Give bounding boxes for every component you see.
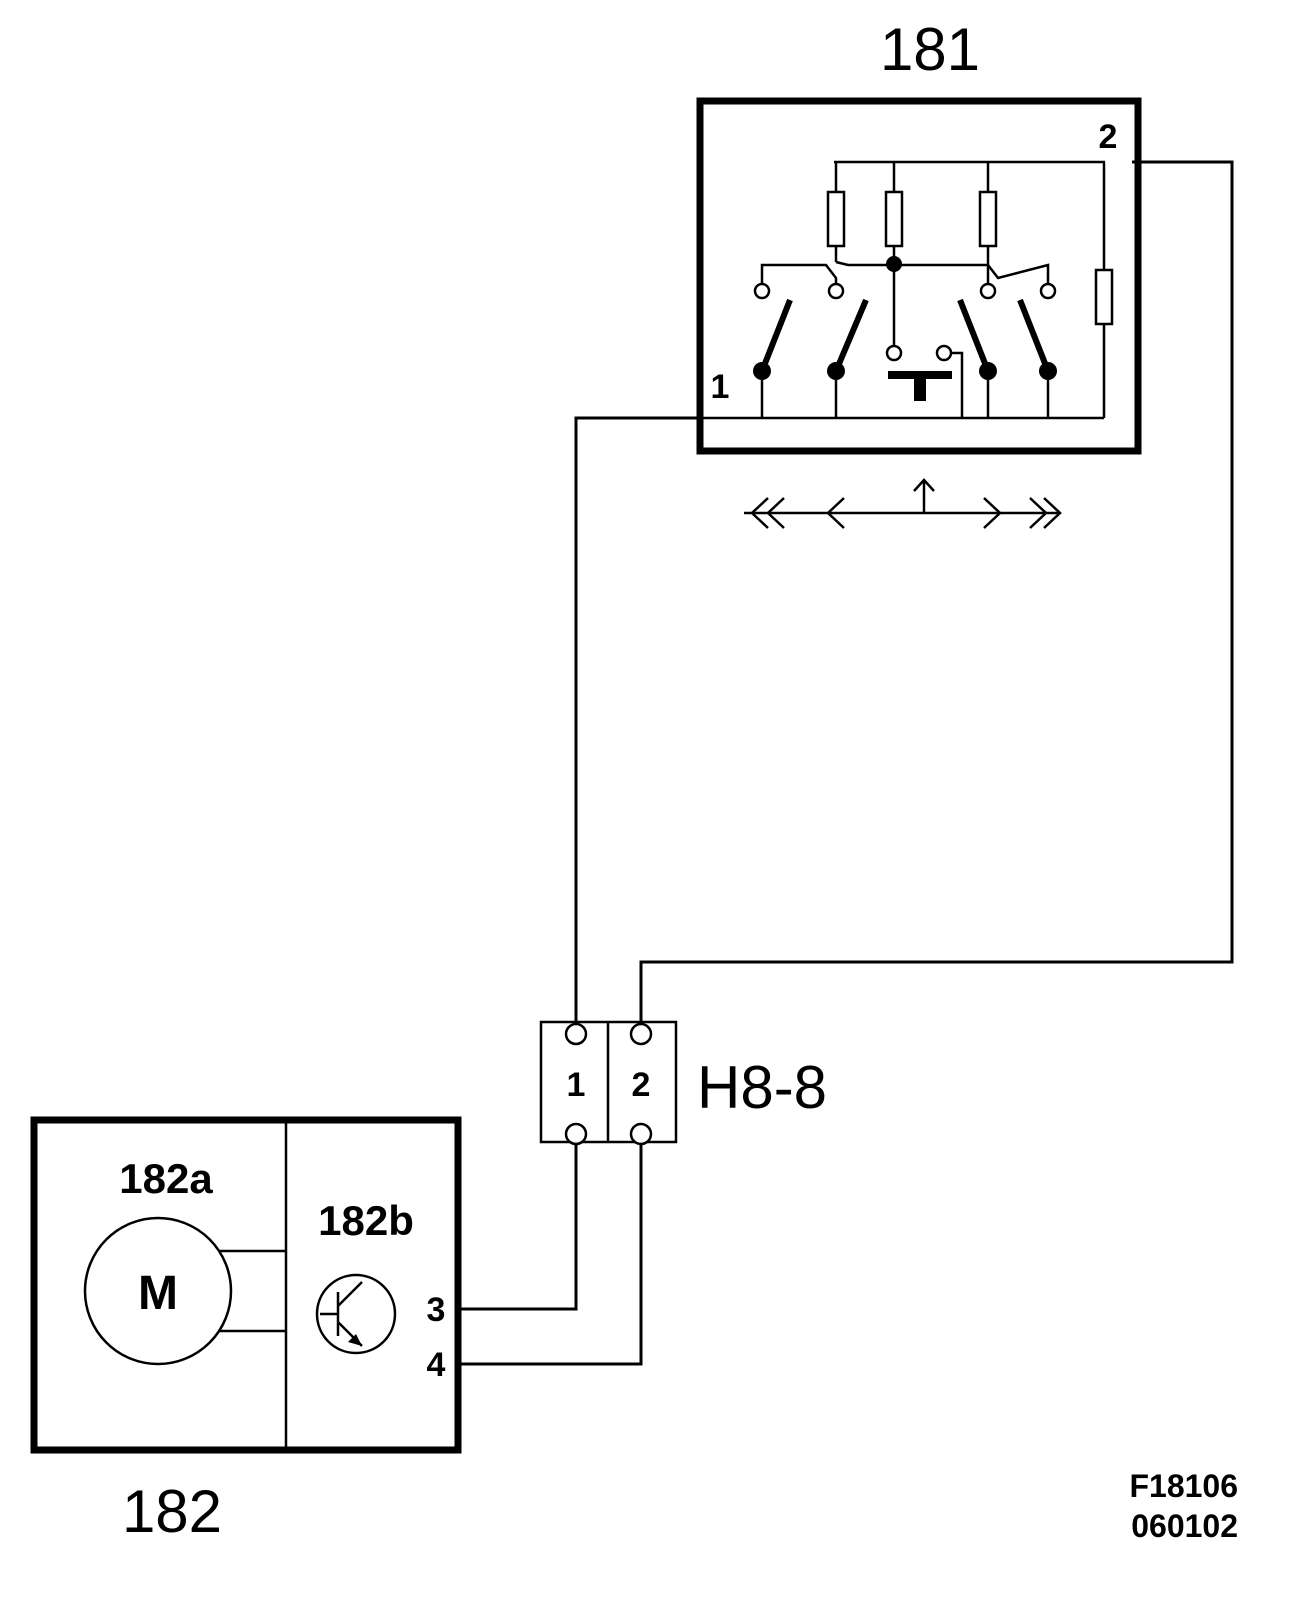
- figure-id: F18106: [1129, 1468, 1238, 1504]
- connector-pin-1-label: 1: [567, 1066, 586, 1104]
- connector-terminal: [564, 1022, 588, 1046]
- contact-terminal: [979, 282, 997, 300]
- wire-connector-pin2-to-182-pin4: [460, 1134, 643, 1366]
- pushbutton-contact: [885, 344, 903, 362]
- contact-terminal: [1039, 282, 1057, 300]
- component-181-box: [696, 97, 1142, 455]
- wires: [460, 160, 1234, 1366]
- component-182: 182 182a M 182b 3 4: [30, 1116, 462, 1545]
- contact-terminal: [753, 282, 771, 300]
- component-182-pin-3: 3: [427, 1291, 446, 1329]
- resistor-4: [1094, 268, 1114, 326]
- component-182a-label: 182a: [119, 1155, 213, 1202]
- transistor-icon: [315, 1273, 397, 1355]
- motor-symbol-letter: M: [138, 1267, 178, 1320]
- pushbutton-stem: [914, 371, 926, 401]
- motor-symbol: [83, 1216, 233, 1366]
- component-182-pin-4: 4: [427, 1346, 446, 1384]
- component-181-internal-circuit: [700, 160, 1114, 420]
- connector-terminal: [564, 1122, 588, 1146]
- resistor-1: [826, 190, 846, 248]
- wire-181-pin2-to-connector-pin2: [639, 160, 1234, 1022]
- component-181-pin-1: 1: [711, 368, 730, 406]
- contact-terminal: [827, 282, 845, 300]
- component-182-label: 182: [122, 1478, 222, 1545]
- switch-blade: [957, 298, 991, 373]
- connector-pin-2-label: 2: [632, 1066, 651, 1104]
- connector-h8-8: 1 2 H8-8: [539, 1020, 827, 1146]
- switch-position-indicator: [744, 478, 1062, 529]
- date-code: 060102: [1131, 1508, 1238, 1544]
- component-181: 181 2 1: [696, 16, 1142, 529]
- wire-181-pin1-to-connector-pin1: [574, 416, 700, 1022]
- resistor-3: [978, 190, 998, 248]
- component-182b-label: 182b: [318, 1197, 414, 1244]
- component-182-box: [30, 1116, 462, 1454]
- pushbutton-contact: [935, 344, 953, 362]
- wire-connector-pin1-to-182-pin3: [460, 1134, 578, 1311]
- component-181-pin-2: 2: [1099, 118, 1118, 156]
- switch-blade: [833, 298, 869, 373]
- component-181-label: 181: [880, 16, 980, 83]
- switch-blade: [759, 298, 793, 373]
- connector-terminal: [629, 1022, 653, 1046]
- connector-label: H8-8: [697, 1054, 827, 1121]
- resistor-2: [884, 190, 904, 248]
- connector-terminal: [629, 1122, 653, 1146]
- switch-blade: [1017, 298, 1051, 373]
